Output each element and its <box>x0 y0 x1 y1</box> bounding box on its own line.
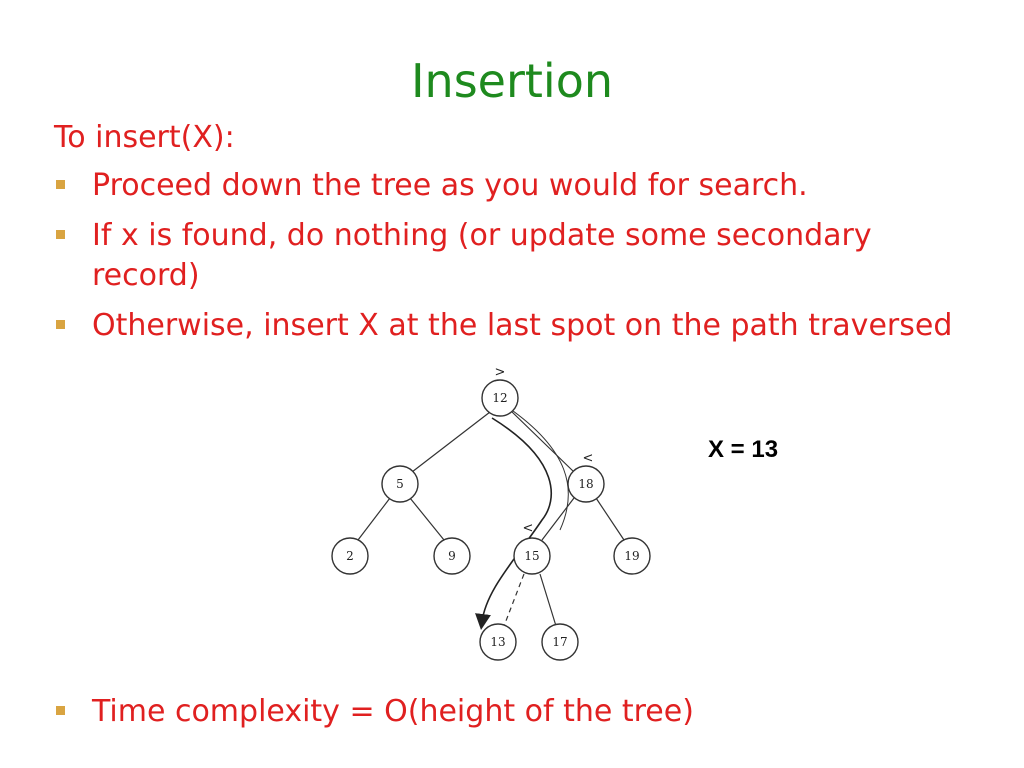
bullet-text: Otherwise, insert X at the last spot on … <box>92 308 953 343</box>
edge-15-17 <box>539 573 557 627</box>
comparison-at-15: < <box>523 521 534 536</box>
tree-node-5: 5 <box>381 465 419 503</box>
bullet-item: Time complexity = O(height of the tree) <box>54 692 974 732</box>
tree-node-13: 13 <box>479 623 517 661</box>
bullet-text: Proceed down the tree as you would for s… <box>92 168 808 203</box>
tree-node-9: 9 <box>433 537 471 575</box>
edge-5-2 <box>357 497 391 541</box>
tree-node-19: 19 <box>613 537 651 575</box>
tree-node-2: 2 <box>331 537 369 575</box>
square-bullet-icon <box>56 706 65 715</box>
square-bullet-icon <box>56 320 65 329</box>
node-label: 9 <box>448 549 456 563</box>
comparison-at-18: < <box>583 451 594 466</box>
node-label: 13 <box>490 635 505 649</box>
insert-value-label: X = 13 <box>708 436 779 463</box>
comparison-at-12: > <box>495 365 506 380</box>
bullet-item: If x is found, do nothing (or update som… <box>54 216 974 296</box>
edge-12-18 <box>509 409 575 473</box>
tree-node-18: 18 <box>567 465 605 503</box>
tree-node-15: 15 <box>513 537 551 575</box>
node-label: 2 <box>346 549 354 563</box>
node-label: 5 <box>396 477 404 491</box>
search-path-outline <box>505 405 569 531</box>
dashed-edge-15-13 <box>503 573 525 627</box>
square-bullet-icon <box>56 180 65 189</box>
slide-title: Insertion <box>410 54 613 108</box>
edge-18-15 <box>541 497 575 541</box>
node-label: 15 <box>524 549 539 563</box>
bullet-item: Proceed down the tree as you would for s… <box>54 166 974 206</box>
node-label: 12 <box>492 391 507 405</box>
search-path-arrow <box>475 417 552 630</box>
edge-5-9 <box>409 497 445 541</box>
final-bullet-list: Time complexity = O(height of the tree) <box>54 692 974 742</box>
bullet-item: Otherwise, insert X at the last spot on … <box>54 306 974 346</box>
bullet-text: Time complexity = O(height of the tree) <box>92 694 694 729</box>
edge-18-19 <box>595 497 625 541</box>
bst-diagram: > < < 12 5 18 2 9 15 19 13 17 <box>331 365 651 661</box>
edge-12-5 <box>411 411 491 473</box>
node-label: 19 <box>624 549 639 563</box>
square-bullet-icon <box>56 230 65 239</box>
tree-node-12: 12 <box>481 379 519 417</box>
intro-text: To insert(X): <box>54 120 235 155</box>
node-label: 17 <box>552 635 567 649</box>
tree-node-17: 17 <box>541 623 579 661</box>
node-label: 18 <box>578 477 593 491</box>
bullet-text: If x is found, do nothing (or update som… <box>92 218 872 293</box>
bullet-list: Proceed down the tree as you would for s… <box>54 166 974 356</box>
